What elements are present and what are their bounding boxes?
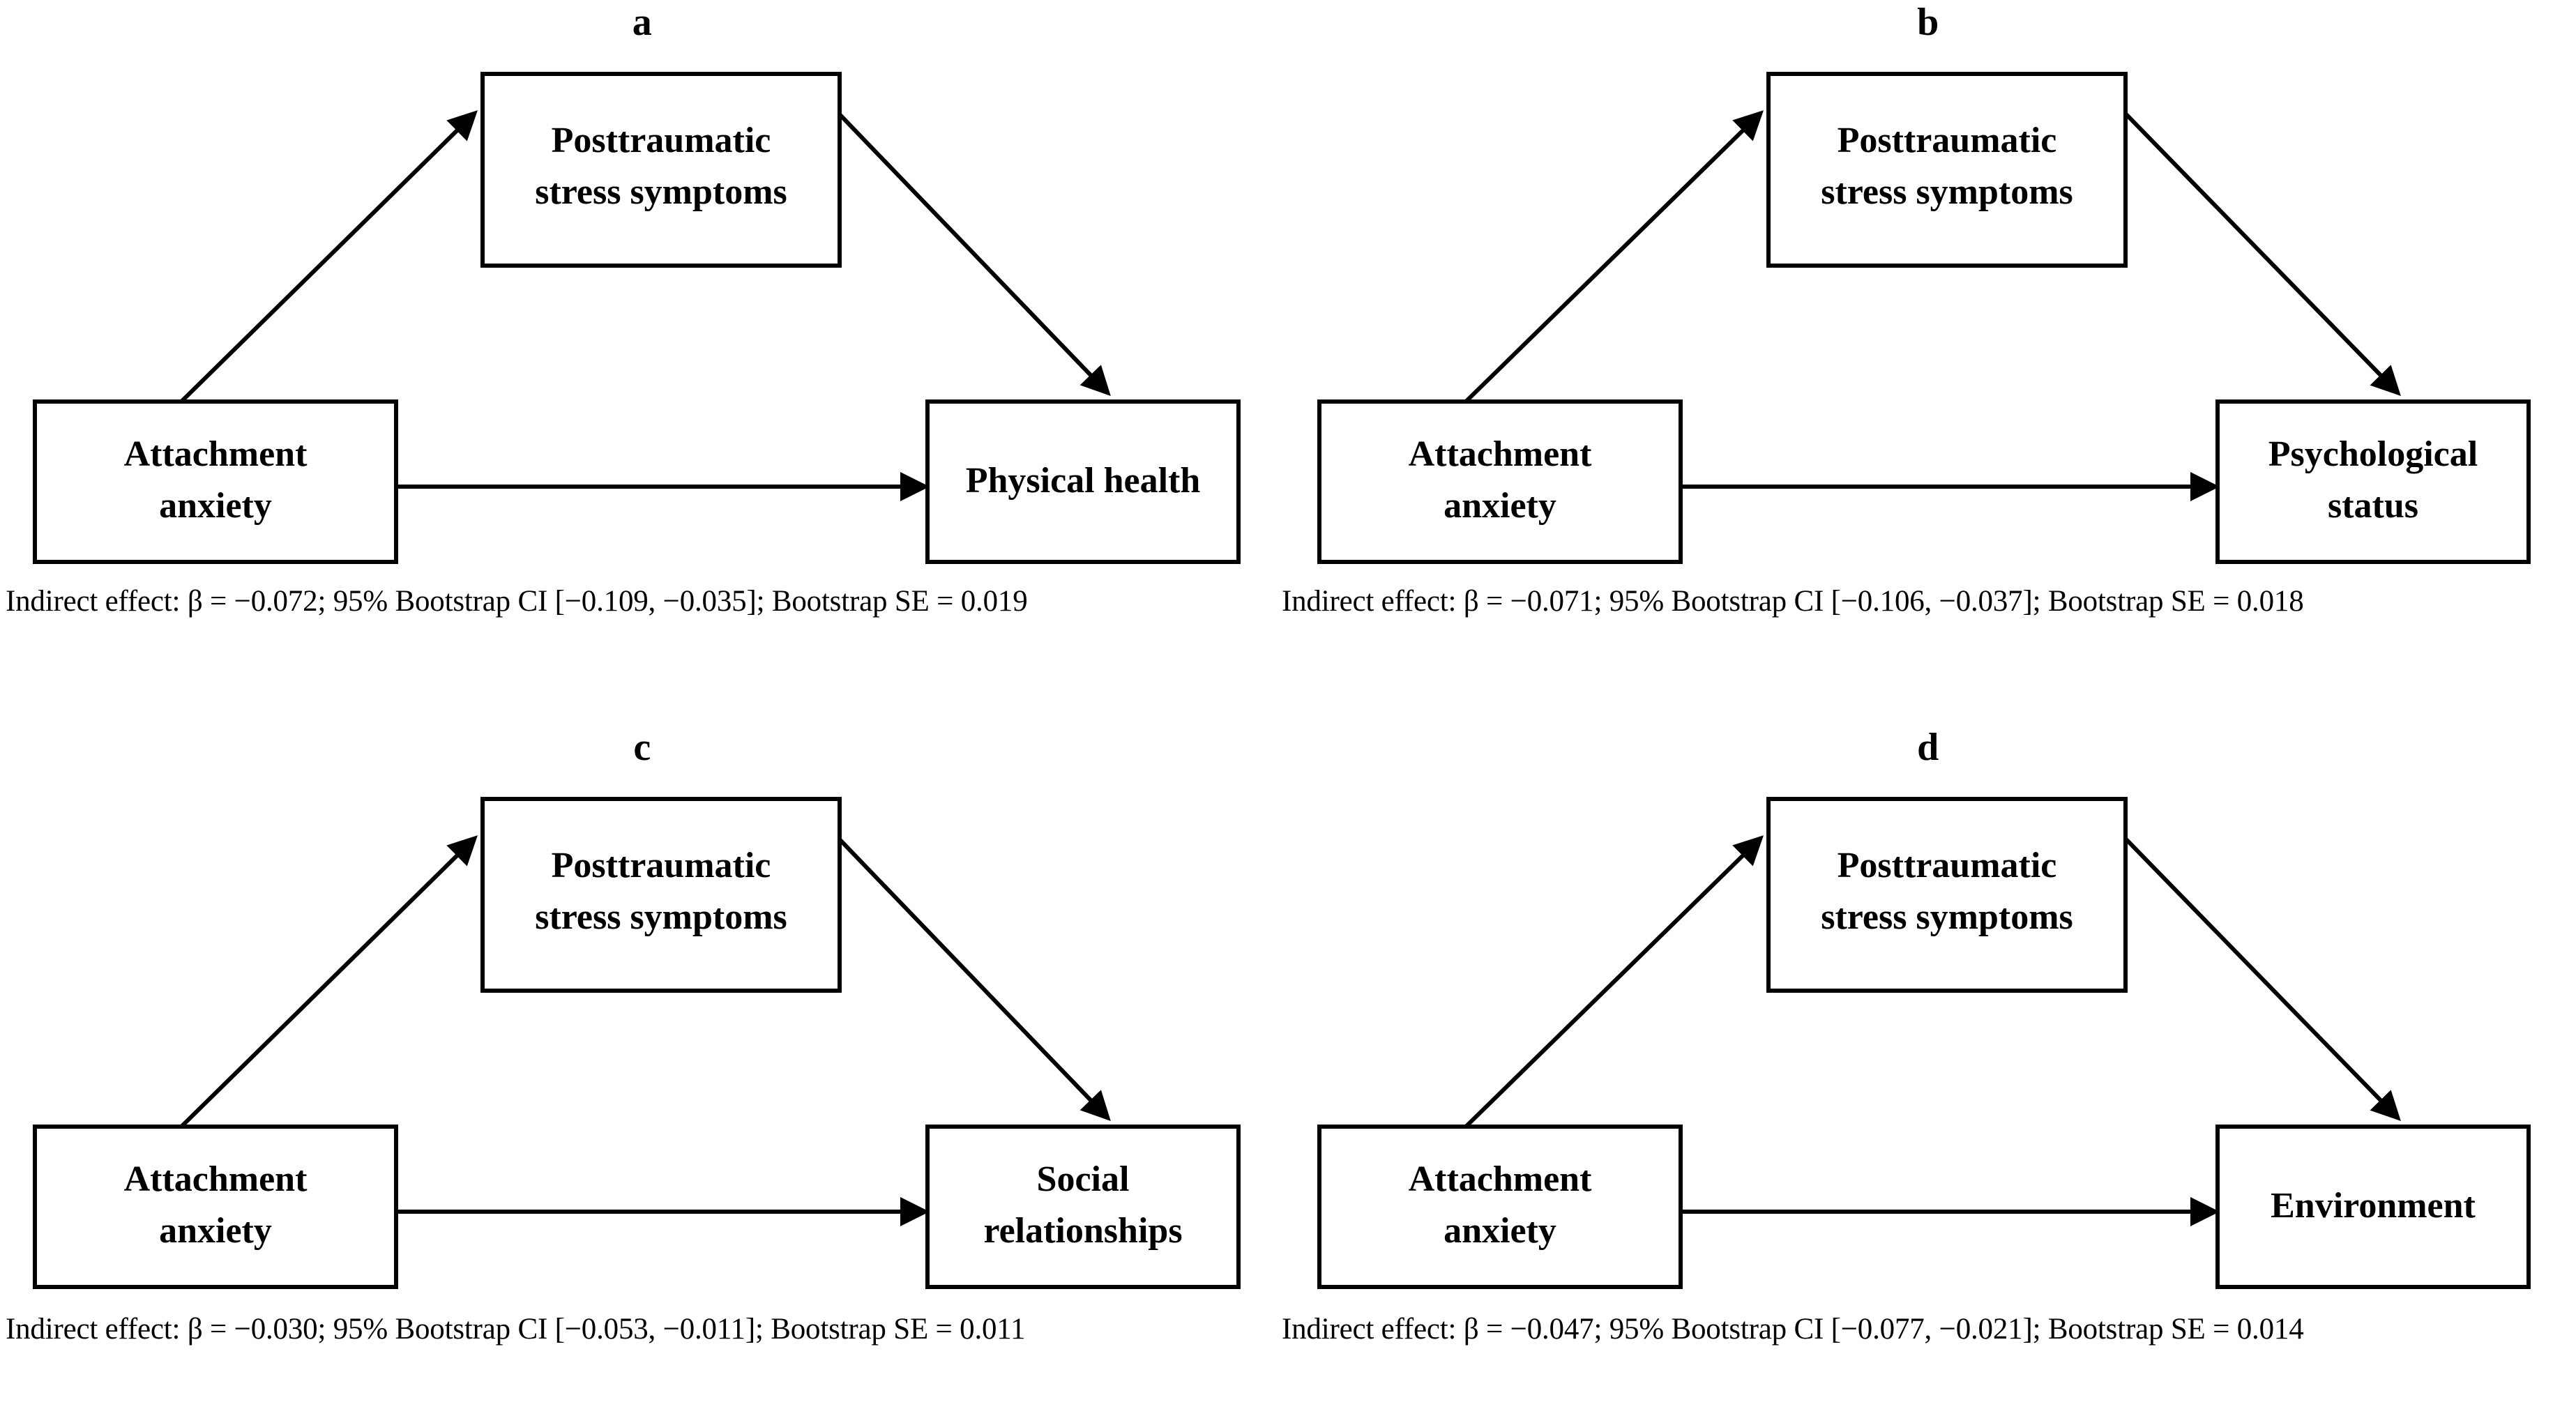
panel-c: c Posttraumatic stress symptoms Attachme… [6, 725, 1268, 1394]
edge-mediator-to-outcome [837, 837, 1111, 1122]
panel-c-label: c [633, 726, 651, 769]
edge-predictor-to-mediator [1462, 835, 1764, 1130]
node-outcome-line2: relationships [983, 1211, 1182, 1251]
edge-mediator-to-outcome [2123, 112, 2401, 397]
node-outcome-line1: Psychological [2268, 434, 2478, 474]
panel-a: a Posttraumatic stress symptoms Attachme… [6, 0, 1268, 669]
node-mediator-line1: Posttraumatic [552, 121, 771, 160]
panel-d-caption: Indirect effect: β = −0.047; 95% Bootstr… [1282, 1313, 2304, 1346]
node-outcome-line1: Physical health [966, 461, 1201, 501]
node-mediator-line2: stress symptoms [535, 172, 787, 212]
edge-predictor-to-mediator [178, 835, 478, 1130]
node-predictor-line2: anxiety [1444, 1211, 1556, 1251]
node-outcome[interactable]: Psychological status [2215, 399, 2531, 564]
node-predictor-line1: Attachment [124, 434, 308, 474]
panel-d: d Posttraumatic stress symptoms Attachme… [1282, 725, 2544, 1394]
edge-predictor-to-mediator [178, 110, 478, 405]
node-mediator[interactable]: Posttraumatic stress symptoms [1766, 797, 2128, 993]
panel-d-label: d [1917, 726, 1939, 769]
panel-c-diagram: Posttraumatic stress symptoms Attachment… [33, 797, 1241, 1289]
node-mediator-line1: Posttraumatic [1838, 121, 2057, 160]
node-mediator[interactable]: Posttraumatic stress symptoms [1766, 72, 2128, 268]
node-predictor-line1: Attachment [1409, 1159, 1593, 1199]
node-mediator-line1: Posttraumatic [552, 846, 771, 885]
node-predictor[interactable]: Attachment anxiety [33, 399, 398, 564]
node-predictor[interactable]: Attachment anxiety [33, 1125, 398, 1289]
node-predictor[interactable]: Attachment anxiety [1317, 1125, 1683, 1289]
panel-b-label: b [1917, 1, 1939, 44]
node-predictor-line2: anxiety [159, 486, 272, 526]
node-mediator[interactable]: Posttraumatic stress symptoms [480, 72, 842, 268]
panel-a-caption: Indirect effect: β = −0.072; 95% Bootstr… [6, 585, 1028, 618]
panel-b-diagram: Posttraumatic stress symptoms Attachment… [1317, 72, 2531, 564]
node-predictor-line1: Attachment [1409, 434, 1593, 474]
panel-b-caption: Indirect effect: β = −0.071; 95% Bootstr… [1282, 585, 2304, 618]
node-outcome[interactable]: Physical health [925, 399, 1241, 564]
node-mediator[interactable]: Posttraumatic stress symptoms [480, 797, 842, 993]
node-predictor-line2: anxiety [159, 1211, 272, 1251]
node-predictor[interactable]: Attachment anxiety [1317, 399, 1683, 564]
node-outcome-line2: status [2328, 486, 2418, 526]
panel-b: b Posttraumatic stress symptoms Attachme… [1282, 0, 2544, 669]
node-outcome[interactable]: Environment [2215, 1125, 2531, 1289]
node-outcome-line1: Environment [2271, 1186, 2476, 1226]
panel-d-diagram: Posttraumatic stress symptoms Attachment… [1317, 797, 2531, 1289]
node-outcome[interactable]: Social relationships [925, 1125, 1241, 1289]
edge-mediator-to-outcome [837, 112, 1111, 397]
node-mediator-line2: stress symptoms [1821, 897, 2073, 937]
panel-a-diagram: Posttraumatic stress symptoms Attachment… [33, 72, 1241, 564]
edge-predictor-to-mediator [1462, 110, 1764, 405]
node-mediator-line1: Posttraumatic [1838, 846, 2057, 885]
node-predictor-line1: Attachment [124, 1159, 308, 1199]
node-predictor-line2: anxiety [1444, 486, 1556, 526]
node-mediator-line2: stress symptoms [535, 897, 787, 937]
node-mediator-line2: stress symptoms [1821, 172, 2073, 212]
node-outcome-line1: Social [1037, 1159, 1130, 1199]
panel-c-caption: Indirect effect: β = −0.030; 95% Bootstr… [6, 1313, 1026, 1346]
panel-a-label: a [632, 1, 653, 44]
edge-mediator-to-outcome [2123, 837, 2401, 1122]
